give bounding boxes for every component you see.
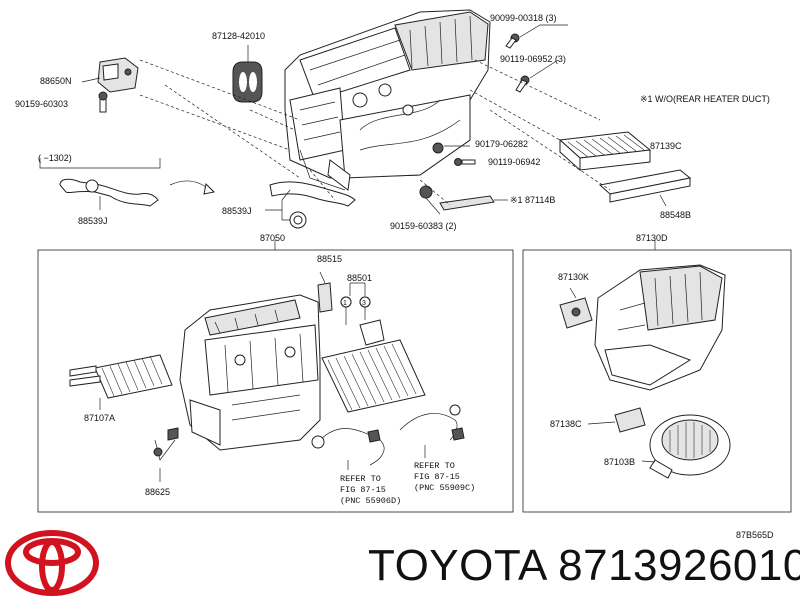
label-note-rear-heater-duct: ※1 W/O(REAR HEATER DUCT) xyxy=(640,94,770,104)
label-90159-60303: 90159-60303 xyxy=(15,99,68,109)
diagram-code: 87B565D xyxy=(736,530,774,540)
label-87139c: 87139C xyxy=(650,141,682,151)
label-88548b: 88548B xyxy=(660,210,691,220)
label-refer-to-1: REFER TO xyxy=(340,474,381,484)
label-refer-to-2: REFER TO xyxy=(414,461,455,471)
part-88548b-cover xyxy=(598,169,692,207)
bolt-90179 xyxy=(432,142,470,154)
callout-3: 3 xyxy=(362,300,366,307)
part-87139c-filter xyxy=(558,131,652,172)
part-88625-sensor xyxy=(153,427,179,482)
bolt-90099 xyxy=(505,24,568,49)
label-90119-06942: 90119-06942 xyxy=(488,157,540,167)
blower-unit xyxy=(594,264,726,391)
top-hvac-unit xyxy=(284,9,491,191)
label-87107a: 87107A xyxy=(84,413,115,423)
label-88539j-right: 88539J xyxy=(222,206,252,216)
part-88515-valve xyxy=(317,271,333,313)
part-87107a-heater-core xyxy=(69,354,173,410)
bolt-90159-60383 xyxy=(419,185,441,215)
screw-90159-60303 xyxy=(98,91,108,113)
wire-harness-55909c xyxy=(399,404,465,458)
label-88539j-left: 88539J xyxy=(78,216,108,226)
label-pnc-55909c: (PNC 55909C) xyxy=(414,483,475,493)
label-1302: ( −1302) xyxy=(38,153,72,163)
diagram-labels: 87128-42010 90099-00318 (3) 90119-06952 … xyxy=(15,13,770,506)
part-87114b-plate xyxy=(439,195,508,211)
label-88501: 88501 xyxy=(347,273,372,283)
label-87130d: 87130D xyxy=(636,233,668,243)
callout-circles: 1 3 xyxy=(340,296,371,308)
arrow-icon xyxy=(169,180,216,195)
wire-harness-55906d xyxy=(311,428,385,470)
bolt-90119-06942 xyxy=(454,158,476,166)
label-87138c: 87138C xyxy=(550,419,582,429)
label-88650n: 88650N xyxy=(40,76,72,86)
bottom-hvac-unit xyxy=(179,294,321,451)
callout-1: 1 xyxy=(343,300,347,307)
part-87103b-blower-motor xyxy=(641,414,731,479)
part-88501-evaporator xyxy=(321,282,426,413)
brand-part-number: TOYOTA 8713926010 xyxy=(368,541,800,590)
part-88539j-hose-left xyxy=(39,158,161,210)
part-87138c-resistor xyxy=(587,407,646,433)
label-87128-42010: 87128-42010 xyxy=(212,31,265,41)
part-88539j-hose-right xyxy=(265,181,356,229)
label-pnc-55906d: (PNC 55906D) xyxy=(340,496,401,506)
box-87050 xyxy=(37,240,514,513)
part-87128-seal xyxy=(232,45,263,103)
label-87050: 87050 xyxy=(260,233,285,243)
label-88625: 88625 xyxy=(145,487,170,497)
label-fig-1: FIG 87-15 xyxy=(340,485,386,495)
label-fig-2: FIG 87-15 xyxy=(414,472,460,482)
label-90119-06952: 90119-06952 (3) xyxy=(500,54,566,64)
box-87130d xyxy=(522,240,792,513)
toyota-logo xyxy=(5,530,99,596)
label-90099-00318: 90099-00318 (3) xyxy=(490,13,557,23)
label-87130k: 87130K xyxy=(558,272,589,282)
label-88515: 88515 xyxy=(317,254,342,264)
part-88650n-servo xyxy=(81,57,139,93)
label-90179-06282: 90179-06282 xyxy=(475,139,528,149)
label-87114b: ※1 87114B xyxy=(510,195,555,205)
label-87103b: 87103B xyxy=(604,457,635,467)
bolt-90119-06952 xyxy=(515,59,559,93)
part-87130k-servo xyxy=(559,287,593,329)
label-90159-60383: 90159-60383 (2) xyxy=(390,221,457,231)
